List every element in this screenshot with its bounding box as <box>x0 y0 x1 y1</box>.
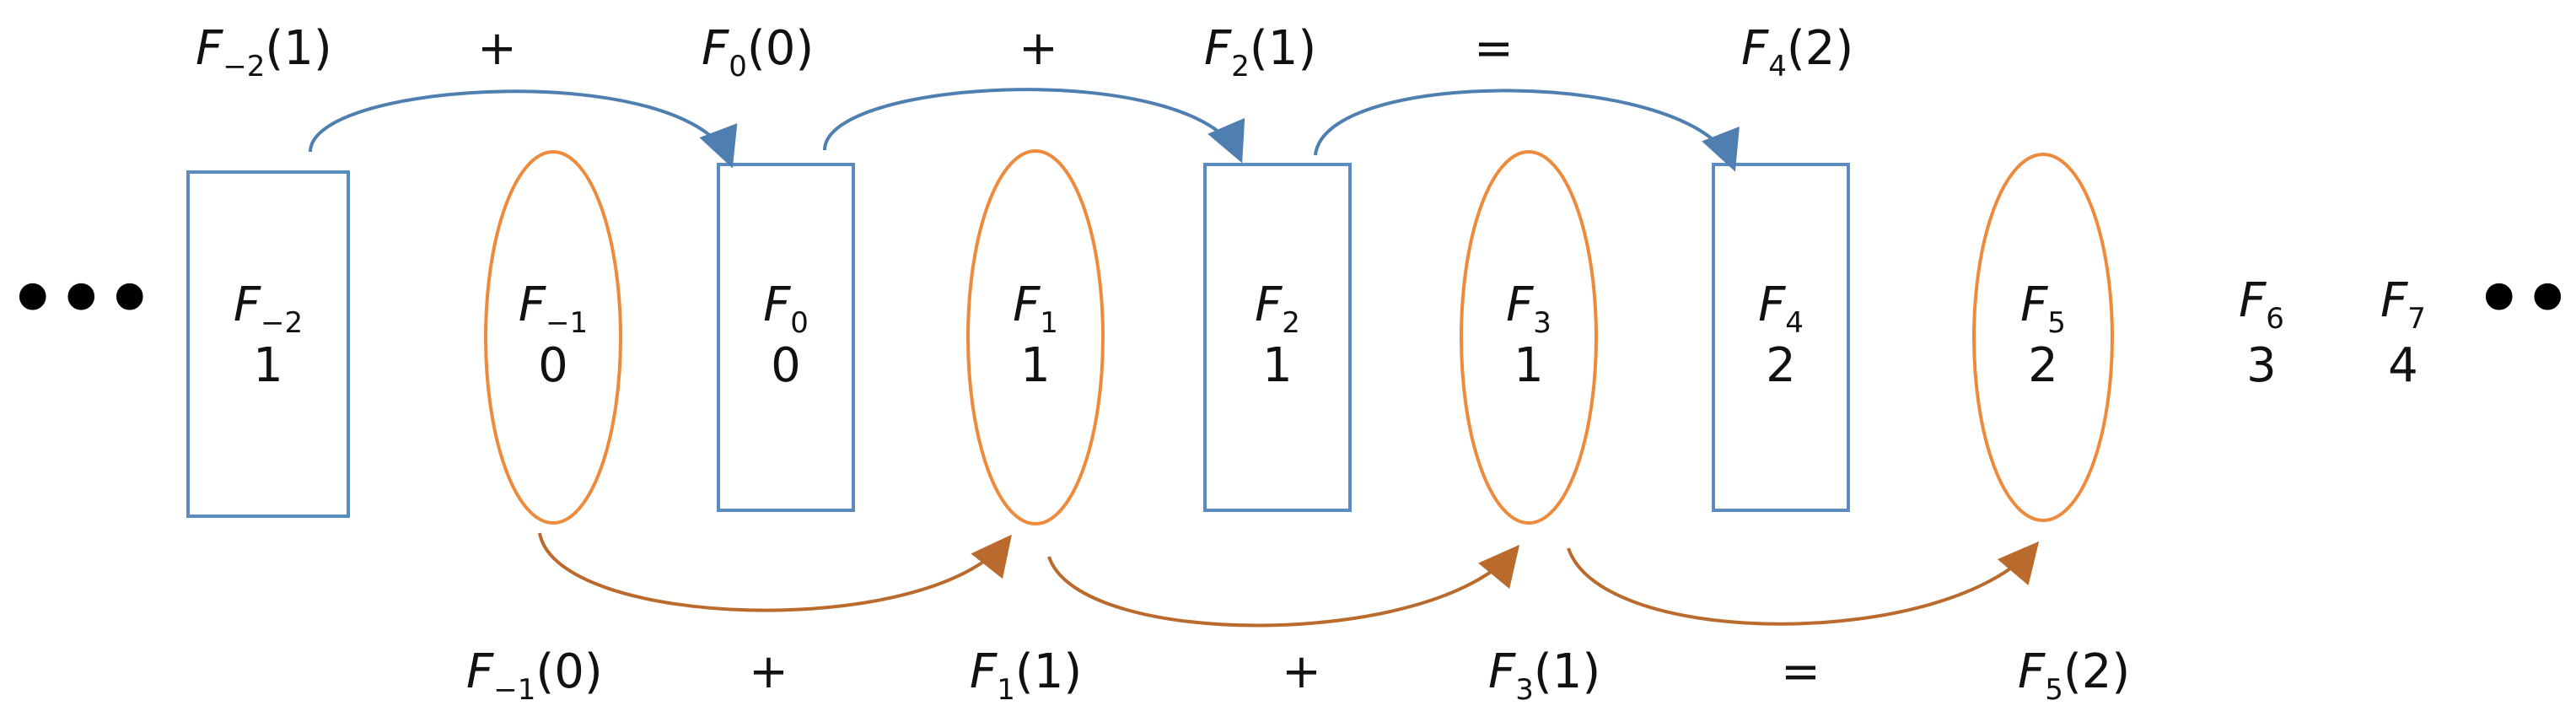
bottom-eq-item-3: + <box>1282 644 1321 699</box>
term-name-2: F0 <box>763 277 809 340</box>
term-value-9: 4 <box>2388 338 2418 393</box>
bottom-eq-item-5: = <box>1781 644 1820 699</box>
term-ellipse-1 <box>484 150 622 525</box>
term-name-1: F−1 <box>519 277 588 340</box>
bottom-arc-3 <box>1567 541 2040 626</box>
term-value-4: 1 <box>1262 338 1293 393</box>
term-value-3: 1 <box>1020 338 1051 393</box>
bottom-eq-item-1: + <box>749 644 788 699</box>
term-value-7: 2 <box>2028 338 2058 393</box>
addition-arcs <box>309 88 2040 628</box>
ellipsis-left: ••• <box>8 255 154 343</box>
term-name-3: F1 <box>1013 277 1058 340</box>
term-name-7: F5 <box>2020 277 2066 340</box>
term-name-9: F7 <box>2380 273 2426 336</box>
term-name-8: F6 <box>2239 273 2284 336</box>
top-eq-item-1: + <box>477 21 517 76</box>
term-box-4 <box>1203 163 1352 512</box>
bottom-eq-item-0: F−1(0) <box>466 644 603 707</box>
ellipsis-right: ••• <box>2475 255 2576 343</box>
bottom-arc-1 <box>538 532 1012 612</box>
term-name-0: F−2 <box>234 277 303 340</box>
top-eq-item-2: F0(0) <box>702 21 814 84</box>
top-arc-3 <box>1314 89 1740 172</box>
top-eq-item-3: + <box>1019 21 1058 76</box>
term-shapes <box>186 149 2114 525</box>
term-value-6: 2 <box>1766 338 1796 393</box>
bottom-arc-2 <box>1047 544 1520 628</box>
top-eq-item-5: = <box>1474 21 1514 76</box>
bottom-eq-item-2: F1(1) <box>970 644 1082 707</box>
bottom-equation: F−1(0) + F1(1) + F3(1) = F5(2) <box>466 644 2130 707</box>
term-ellipse-5 <box>1460 150 1598 525</box>
term-ellipse-3 <box>966 149 1105 525</box>
bottom-eq-item-4: F3(1) <box>1488 644 1600 707</box>
term-box-6 <box>1712 163 1850 512</box>
term-value-0: 1 <box>253 338 283 393</box>
term-value-1: 0 <box>538 338 568 393</box>
term-name-5: F3 <box>1506 277 1552 340</box>
top-arc-2 <box>823 88 1245 164</box>
term-box-0 <box>186 170 350 518</box>
top-eq-item-6: F4(2) <box>1741 21 1853 84</box>
top-arc-1 <box>309 89 738 169</box>
term-ellipse-7 <box>1972 153 2114 522</box>
term-value-5: 1 <box>1514 338 1544 393</box>
term-value-2: 0 <box>771 338 801 393</box>
top-eq-item-4: F2(1) <box>1204 21 1316 84</box>
term-name-4: F2 <box>1255 277 1300 340</box>
term-box-2 <box>717 163 855 512</box>
bottom-eq-item-6: F5(2) <box>2018 644 2130 707</box>
term-name-6: F4 <box>1758 277 1804 340</box>
top-eq-item-0: F−2(1) <box>196 21 332 84</box>
top-equation: F−2(1) + F0(0) + F2(1) = F4(2) <box>196 21 1853 84</box>
term-value-8: 3 <box>2246 338 2277 393</box>
